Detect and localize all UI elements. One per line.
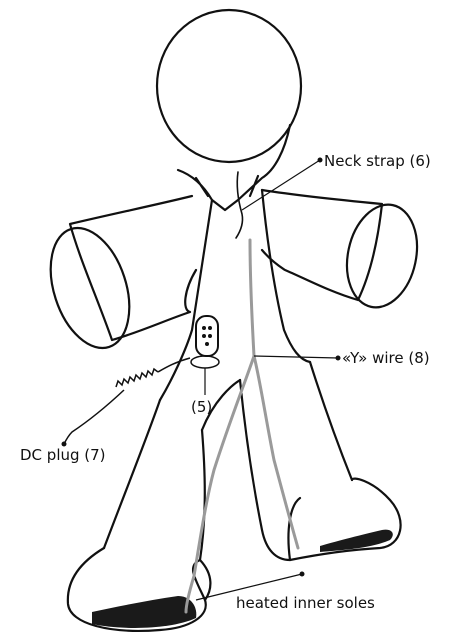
neck-strap: [236, 172, 243, 238]
inner-soles-callout-dot: [300, 572, 305, 577]
inner-soles-label: heated inner soles: [236, 594, 375, 612]
head-outline: [157, 10, 301, 162]
dc-plug-label: DC plug (7): [20, 446, 106, 464]
right-sleeve-outline: [262, 190, 382, 300]
y-wire-label: «Y» wire (8): [342, 349, 430, 367]
left-sleeve-outline: [70, 196, 196, 340]
right-cuff-outline: [338, 198, 426, 314]
controller-label: (5): [191, 398, 212, 416]
controller: [191, 316, 219, 368]
neck-strap-callout-dot: [318, 158, 323, 163]
left-cuff-outline: [37, 218, 144, 358]
collar-outline: [178, 125, 290, 210]
dc-plug-cable: [64, 358, 190, 444]
y-wire-callout-dot: [336, 356, 341, 361]
y-wire-callout-line: [254, 356, 338, 358]
heated-inner-soles: [92, 530, 393, 628]
left-sole: [92, 596, 196, 628]
torso-outline: [160, 190, 310, 400]
right-leg-outline: [240, 362, 352, 560]
neck-strap-label: Neck strap (6): [324, 152, 431, 170]
